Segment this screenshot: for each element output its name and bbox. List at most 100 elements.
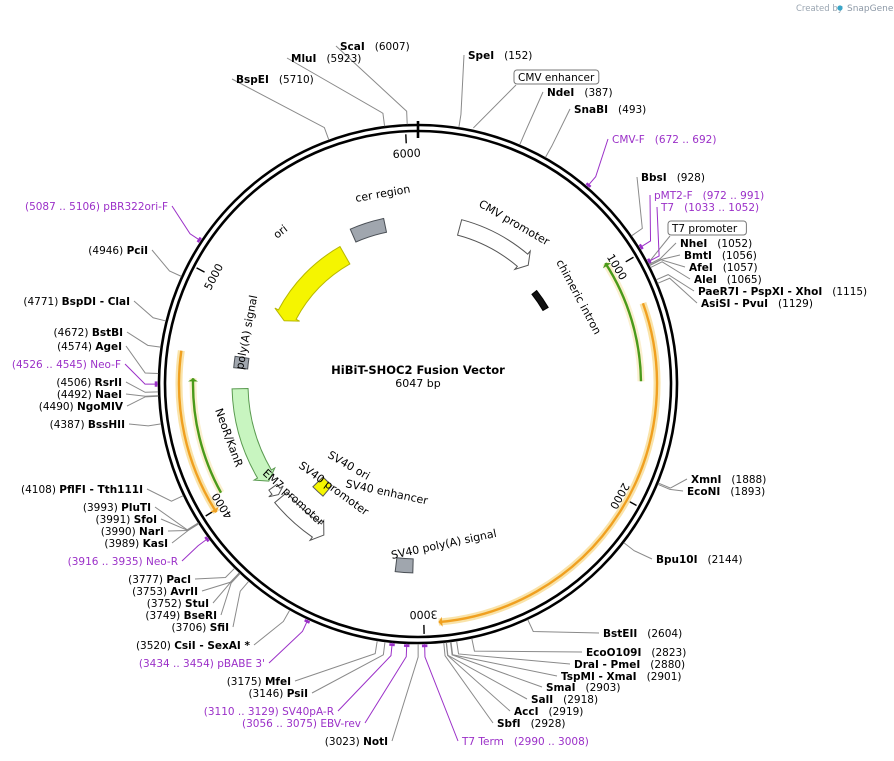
site-label-mlui: MluI(5923)	[291, 53, 361, 65]
site-name: T7 Term	[461, 736, 504, 748]
site-name: PluTI	[121, 502, 151, 514]
site-label-pmt2-f: pMT2-F(972 .. 991)	[654, 190, 764, 202]
site-leader	[449, 641, 543, 688]
site-position: (493)	[618, 104, 646, 116]
site-position: (4574)	[57, 341, 95, 353]
site-name: BmtI	[684, 250, 712, 262]
primer-mark	[638, 243, 644, 250]
site-label-bpu10i: Bpu10I(2144)	[656, 554, 742, 566]
snapgene-logo-icon	[837, 5, 843, 11]
feature-label-chimeric-intron: chimeric intron	[553, 257, 603, 336]
map-center: HiBiT-SHOC2 Fusion Vector 6047 bp	[331, 363, 505, 390]
site-name: EcoO109I	[586, 647, 641, 659]
site-label-bstbi: (4672) BstBI	[54, 327, 123, 339]
feature-ori	[274, 245, 351, 322]
site-leader	[286, 57, 386, 127]
site-name: AgeI	[95, 341, 122, 353]
site-position: (3175)	[227, 676, 265, 688]
site-label-sbfi: SbfI(2928)	[497, 718, 565, 730]
site-position: (3993)	[83, 502, 121, 514]
site-position: (3706)	[171, 622, 209, 634]
site-name: Neo-R	[146, 556, 178, 568]
site-name: SalI	[531, 694, 553, 706]
primer-mark	[585, 182, 592, 188]
site-position: (2604)	[647, 628, 682, 640]
site-label-pflfi-tth111i: (4108) PflFI - Tth111I	[21, 484, 143, 496]
site-position: (3989)	[104, 538, 142, 550]
site-label-pbr322ori-f: (5087 .. 5106) pBR322ori-F	[25, 201, 168, 213]
primer-mark	[196, 236, 202, 243]
site-name: NdeI	[547, 87, 574, 99]
site-name: NotI	[363, 736, 388, 748]
site-label-alei: AleI(1065)	[694, 274, 762, 286]
site-position: (2880)	[650, 659, 685, 671]
site-name: NaeI	[95, 389, 122, 401]
site-leader	[146, 488, 184, 502]
site-leader	[658, 478, 688, 489]
site-name: PflFI - Tth111I	[59, 484, 143, 496]
site-label-smai: SmaI(2903)	[546, 682, 620, 694]
site-position: (2903)	[586, 682, 621, 694]
primer-mark	[389, 643, 395, 647]
site-label-naei: (4492) NaeI	[57, 389, 122, 401]
site-label-agei: (4574) AgeI	[57, 341, 122, 353]
site-name: pMT2-F	[654, 190, 693, 202]
site-leader-lines	[124, 45, 698, 742]
site-leader	[231, 78, 330, 140]
site-leader	[471, 638, 583, 653]
site-position: (5710)	[279, 74, 314, 86]
site-label-bspdi-clai: (4771) BspDI - ClaI	[23, 296, 130, 308]
site-label-bspei: BspEI(5710)	[236, 74, 314, 86]
site-name: BstEII	[603, 628, 637, 640]
site-label-pbabe-3: (3434 .. 3454) pBABE 3'	[139, 658, 265, 670]
site-label-stui: (3752) StuI	[147, 598, 209, 610]
site-name: pBR322ori-F	[103, 201, 168, 213]
site-leader	[657, 483, 684, 492]
primer-mark	[304, 619, 311, 624]
site-label-asisi-pvui: AsiSI - PvuI(1129)	[701, 298, 813, 310]
site-name: AccI	[514, 706, 538, 718]
site-label-noti: (3023) NotI	[325, 736, 388, 748]
site-position: (3990)	[101, 526, 139, 538]
feature-label-cer: cer region	[354, 182, 411, 204]
site-name: T7	[660, 202, 674, 214]
site-position: (387)	[584, 87, 612, 99]
site-label-bmti: BmtI(1056)	[684, 250, 757, 262]
feature-chimeric-intron	[531, 289, 549, 312]
site-position: (2918)	[563, 694, 598, 706]
site-name: PsiI	[287, 688, 308, 700]
site-name: CsiI - SexAI *	[174, 640, 250, 652]
site-label-tspmi-xmai: TspMI - XmaI(2901)	[561, 671, 682, 683]
site-position: (3520)	[136, 640, 174, 652]
site-name: EBV-rev	[320, 718, 361, 730]
site-position: (5923)	[326, 53, 361, 65]
orf-arrowhead	[438, 616, 443, 627]
site-position: (6007)	[375, 41, 410, 53]
snapgene-credit: Created by SnapGene	[796, 4, 894, 14]
site-label-spei: SpeI(152)	[468, 50, 532, 62]
site-label-paci: (3777) PacI	[128, 574, 191, 586]
site-label-acci: AccI(2919)	[514, 706, 583, 718]
site-name: Bpu10I	[656, 554, 698, 566]
site-leader	[391, 643, 419, 742]
site-leader	[424, 643, 459, 742]
site-label-sv40pa-r: (3110 .. 3129) SV40pA-R	[204, 706, 334, 718]
site-label-xmni: XmnI(1888)	[691, 474, 766, 486]
site-label-sfii: (3706) SfiI	[171, 622, 229, 634]
site-leader	[181, 537, 209, 562]
tick-label: 6000	[392, 147, 421, 161]
site-name: SfoI	[134, 514, 157, 526]
feature-sv40-ori	[312, 476, 333, 497]
site-position: (4108)	[21, 484, 59, 496]
orf-arrow-1	[604, 262, 643, 382]
site-label-ecoo109i: EcoO109I(2823)	[586, 647, 686, 659]
site-position: (3991)	[95, 514, 133, 526]
site-position: (3777)	[128, 574, 166, 586]
site-name: AleI	[694, 274, 717, 286]
site-leader	[253, 609, 291, 646]
feature-cmv-promoter	[456, 219, 532, 271]
site-label-rsrii: (4506) RsrII	[56, 377, 122, 389]
site-leader	[268, 619, 309, 664]
site-position: (928)	[677, 172, 705, 184]
plasmid-title: HiBiT-SHOC2 Fusion Vector	[331, 363, 505, 377]
